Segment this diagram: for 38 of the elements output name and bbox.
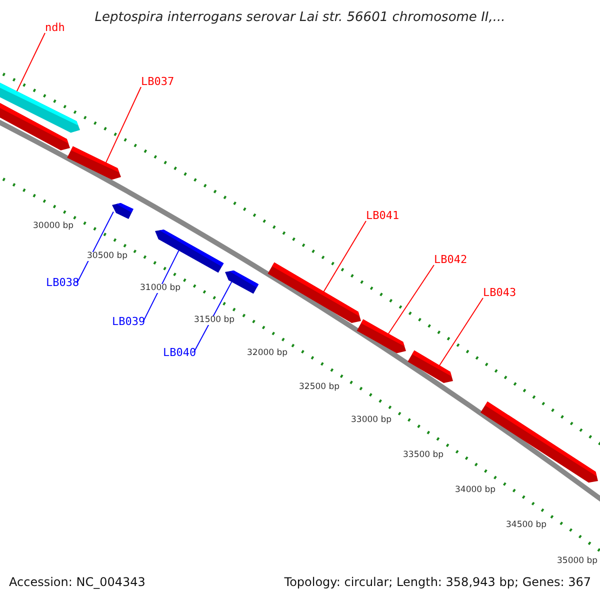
gene-feature-bar [0,100,70,150]
leader-line [388,264,434,334]
scale-label: 34500 bp [506,521,547,530]
gene-label: LB043 [483,287,516,298]
gene-label: LB038 [46,277,80,288]
gene-label: LB037 [141,76,174,87]
gene-feature-bar [268,262,361,323]
scale-label: 32000 bp [247,349,288,358]
leader-line [16,32,46,92]
leader-line [142,250,180,322]
scale-label: 34000 bp [455,486,496,494]
scale-label: 32500 bp [299,383,340,392]
leader-line [76,211,114,284]
gene-feature-bar [155,230,224,273]
scale-label: 30000 bp [33,222,74,230]
gene-label: ndh [45,22,65,33]
footer-text: Accession: NC_004343 [9,576,146,588]
gene-feature-bar [480,402,598,483]
gene-label: LB040 [163,347,196,358]
gene-label: LB042 [434,254,468,265]
gene-feature-bar [67,146,121,180]
leader-line [323,220,366,292]
scale-label: 31500 bp [194,316,235,324]
gene-feature-bar [225,270,259,294]
gene-feature-bar [408,350,453,383]
leader-line [439,298,484,366]
footer-text: Topology: circular; Length: 358,943 bp; Genes: 367 [284,576,591,588]
scale-label: 33000 bp [351,416,392,424]
scale-label: 33500 bp [403,451,444,460]
scale-label: 31000 bp [140,284,181,292]
scale-label: 30500 bp [87,252,128,260]
leader-line [106,86,142,163]
gene-feature-bar [356,319,406,354]
scale-label: 35000 bp [557,557,598,566]
gene-label: LB039 [112,316,146,327]
diagram-title: Leptospira interrogans serovar Lai str. 56601 chromosome II,... [94,11,506,24]
gene-feature-bar [112,203,134,219]
gene-label: LB041 [366,210,400,221]
